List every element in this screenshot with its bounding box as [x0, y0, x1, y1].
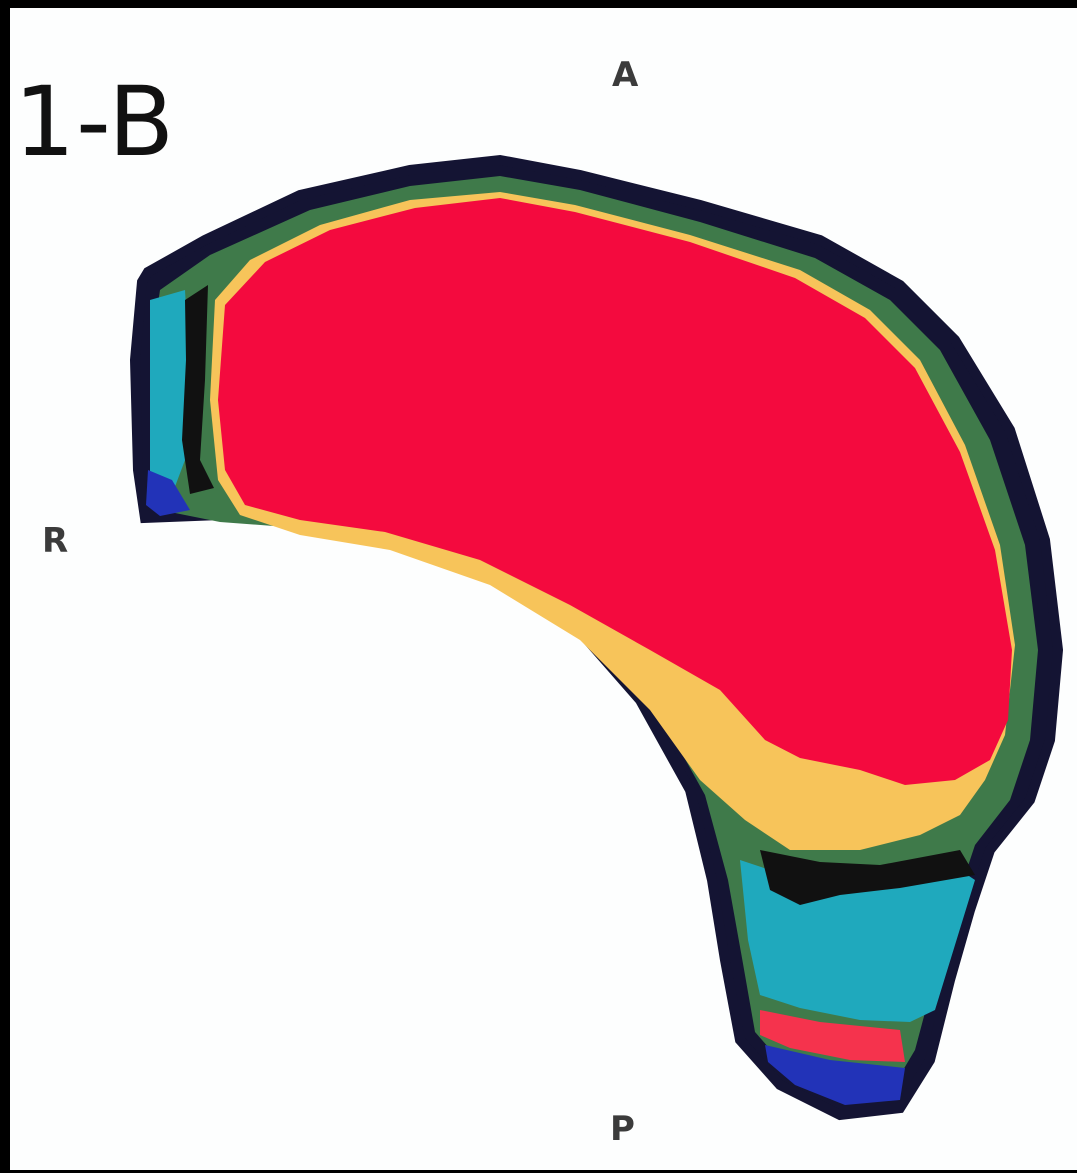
- image-frame: 1-B A R P: [0, 0, 1077, 1173]
- dose-distribution-map: [0, 0, 1077, 1173]
